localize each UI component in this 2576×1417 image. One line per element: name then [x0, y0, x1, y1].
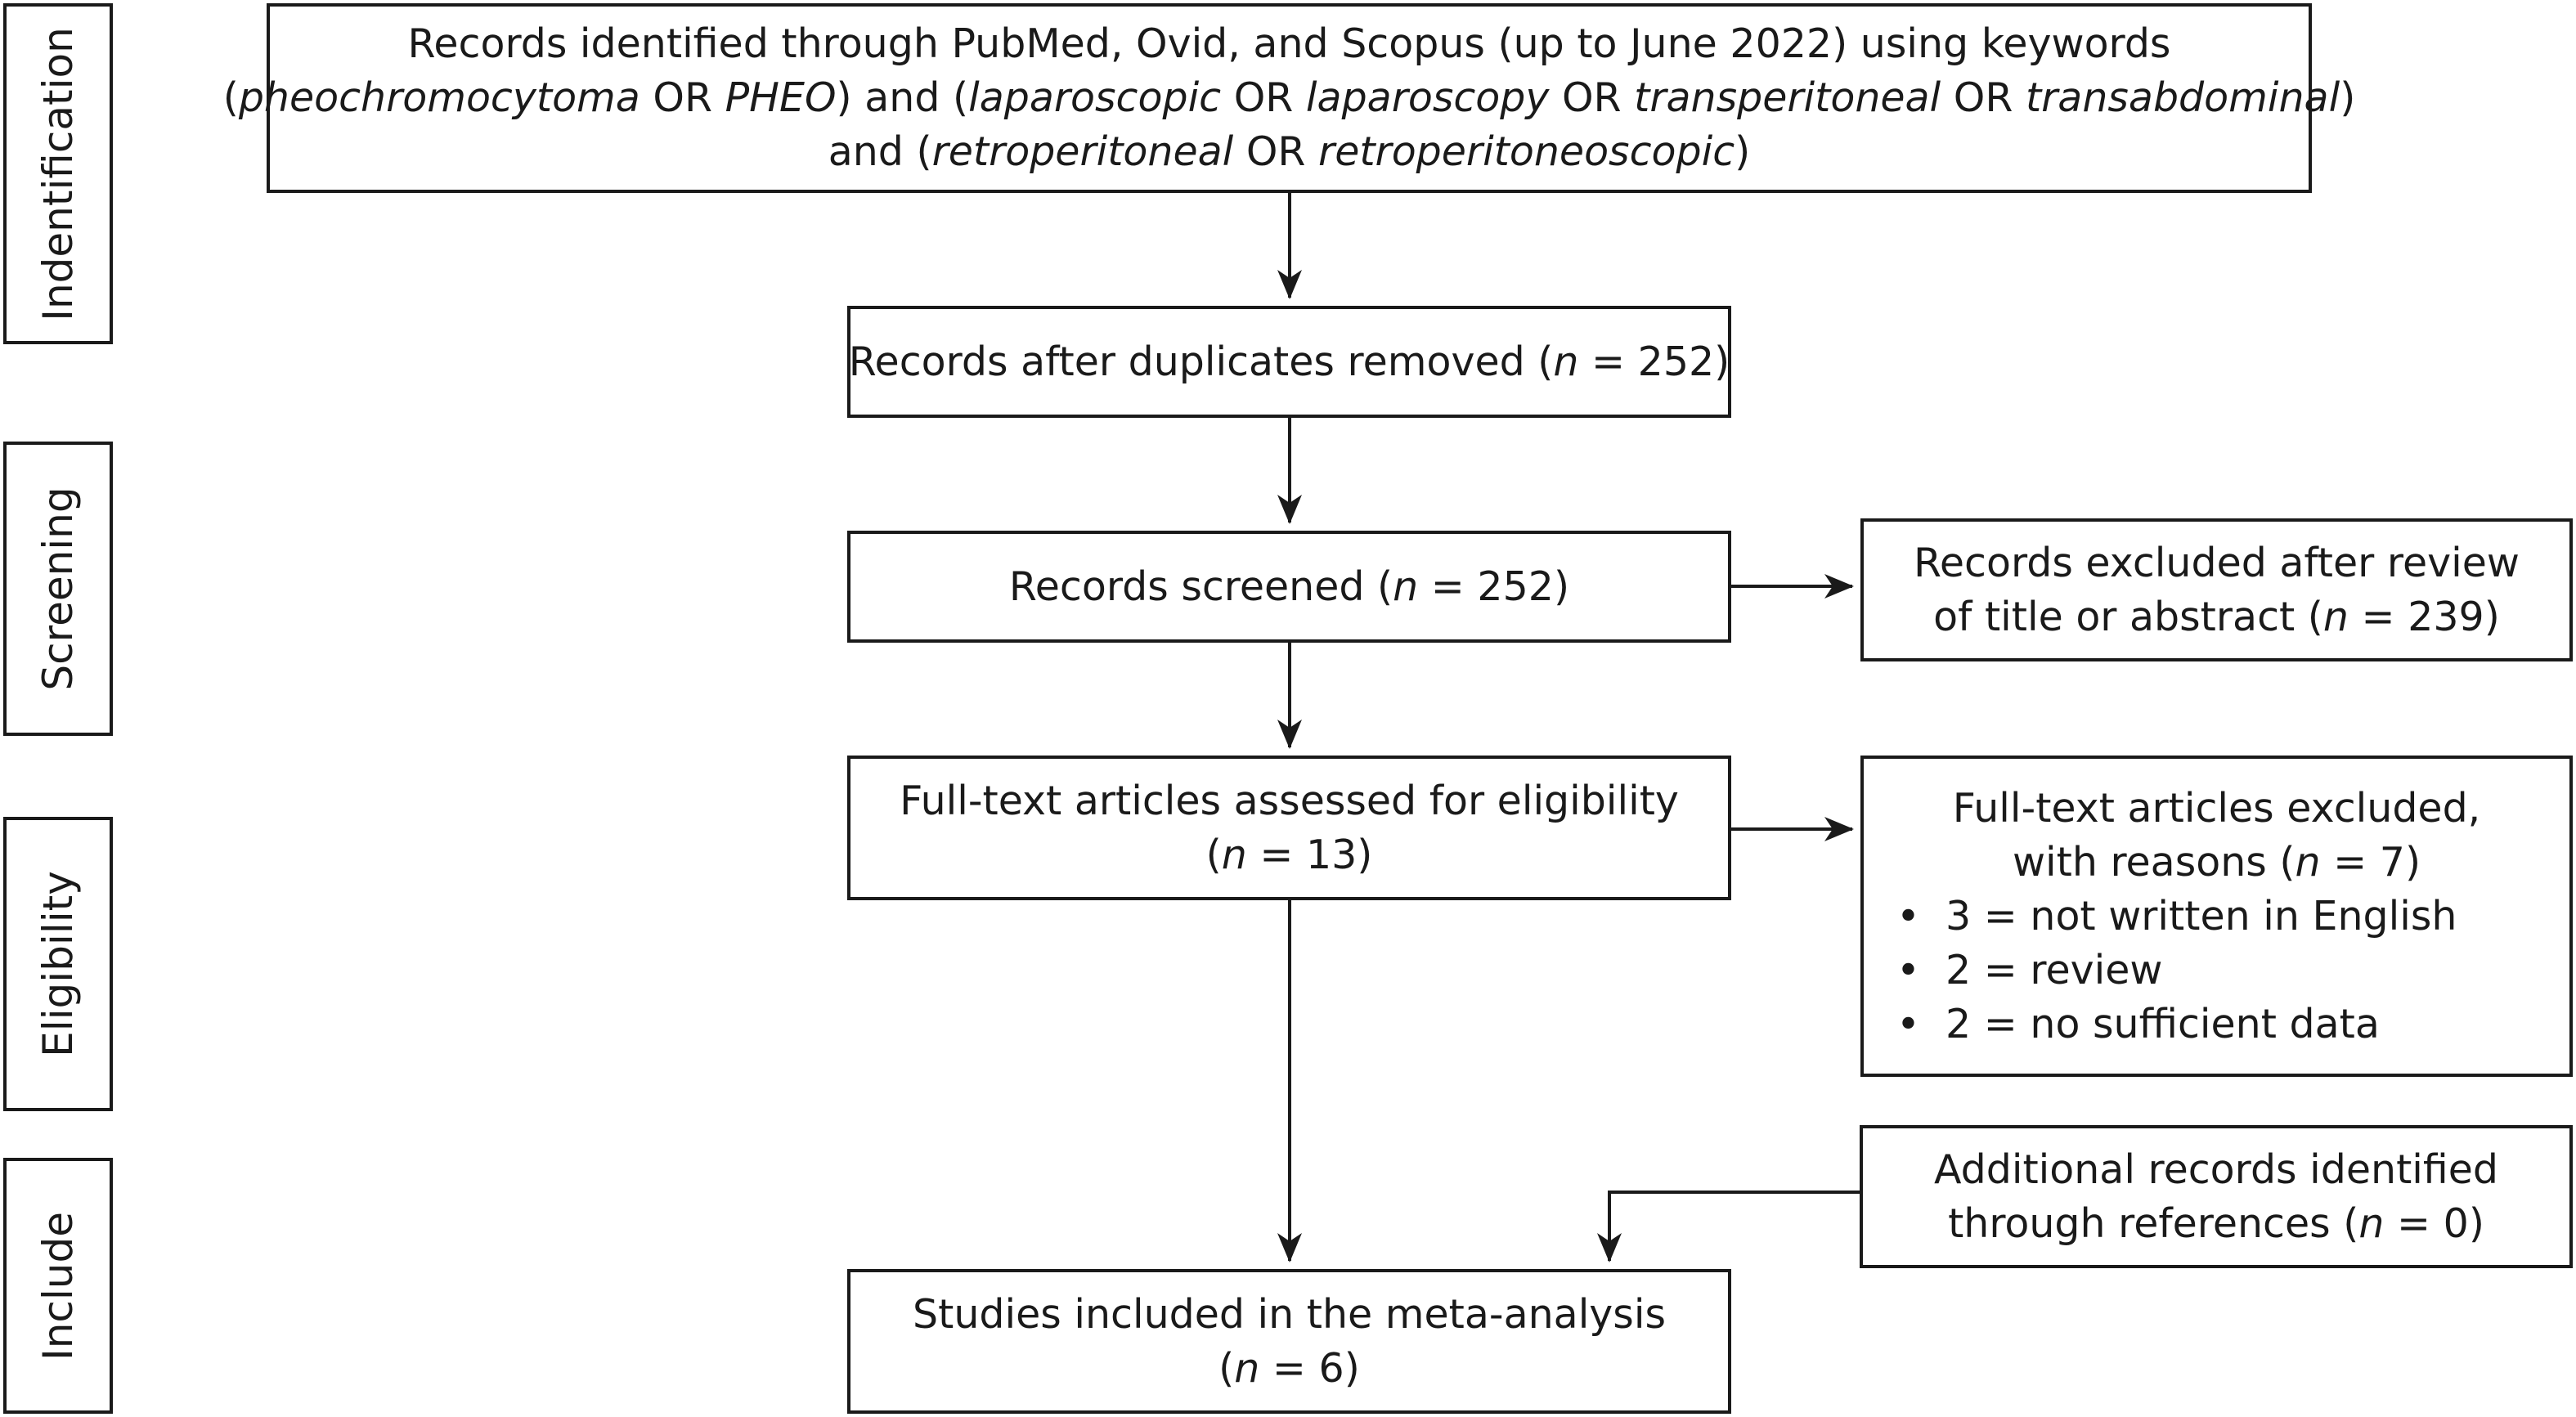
fulltext-assessed-line2: (n = 13): [1205, 831, 1373, 878]
fulltext-excluded-line1: Full-text articles excluded,: [1952, 784, 2481, 832]
stage-include: Include: [3, 1158, 113, 1414]
fulltext-assessed-box: Full-text articles assessed for eligibil…: [847, 756, 1731, 900]
records-excluded-line2: of title or abstract (n = 239): [1933, 593, 2500, 640]
exclusion-reasons-list: 3 = not written in English 2 = review 2 …: [1896, 890, 2457, 1052]
fulltext-assessed-line1: Full-text articles assessed for eligibil…: [900, 777, 1679, 824]
additional-records-box: Additional records identified through re…: [1860, 1125, 2573, 1268]
exclusion-reason: 2 = no sufficient data: [1896, 998, 2457, 1052]
records-excluded-line1: Records excluded after review: [1914, 539, 2520, 586]
records-identified-box: Records identified through PubMed, Ovid,…: [223, 3, 2355, 193]
duplicates-removed-box: Records after duplicates removed (n = 25…: [847, 306, 1731, 418]
stage-identification-label: Indentification: [34, 26, 82, 321]
exclusion-reason: 2 = review: [1896, 944, 2457, 998]
stage-eligibility-label: Eligibility: [34, 871, 82, 1057]
additional-records-line1: Additional records identified: [1933, 1146, 2499, 1193]
stage-eligibility: Eligibility: [3, 817, 113, 1111]
records-excluded-box: Records excluded after review of title o…: [1860, 518, 2573, 661]
studies-included-line1: Studies included in the meta-analysis: [913, 1290, 1666, 1338]
stage-screening: Screening: [3, 442, 113, 736]
records-identified-line3: and (retroperitoneal OR retroperitoneosc…: [828, 128, 1751, 175]
studies-included-line2: (n = 6): [1218, 1344, 1360, 1392]
records-screened-text: Records screened (n = 252): [1008, 563, 1570, 610]
stage-include-label: Include: [34, 1211, 82, 1361]
fulltext-excluded-line2: with reasons (n = 7): [2012, 838, 2421, 886]
stage-screening-label: Screening: [34, 487, 82, 691]
arrow-additional-to-included: [1597, 1191, 1860, 1262]
records-identified-line1: Records identified through PubMed, Ovid,…: [407, 20, 2171, 67]
records-identified-line2: (pheochromocytoma OR PHEO) and (laparosc…: [222, 74, 2356, 121]
exclusion-reason: 3 = not written in English: [1896, 890, 2457, 944]
studies-included-box: Studies included in the meta-analysis (n…: [847, 1269, 1731, 1414]
additional-records-line2: through references (n = 0): [1948, 1200, 2484, 1247]
records-screened-box: Records screened (n = 252): [847, 531, 1731, 643]
stage-identification: Indentification: [3, 3, 113, 344]
fulltext-excluded-box: Full-text articles excluded, with reason…: [1860, 756, 2573, 1077]
duplicates-removed-text: Records after duplicates removed (n = 25…: [848, 338, 1730, 385]
